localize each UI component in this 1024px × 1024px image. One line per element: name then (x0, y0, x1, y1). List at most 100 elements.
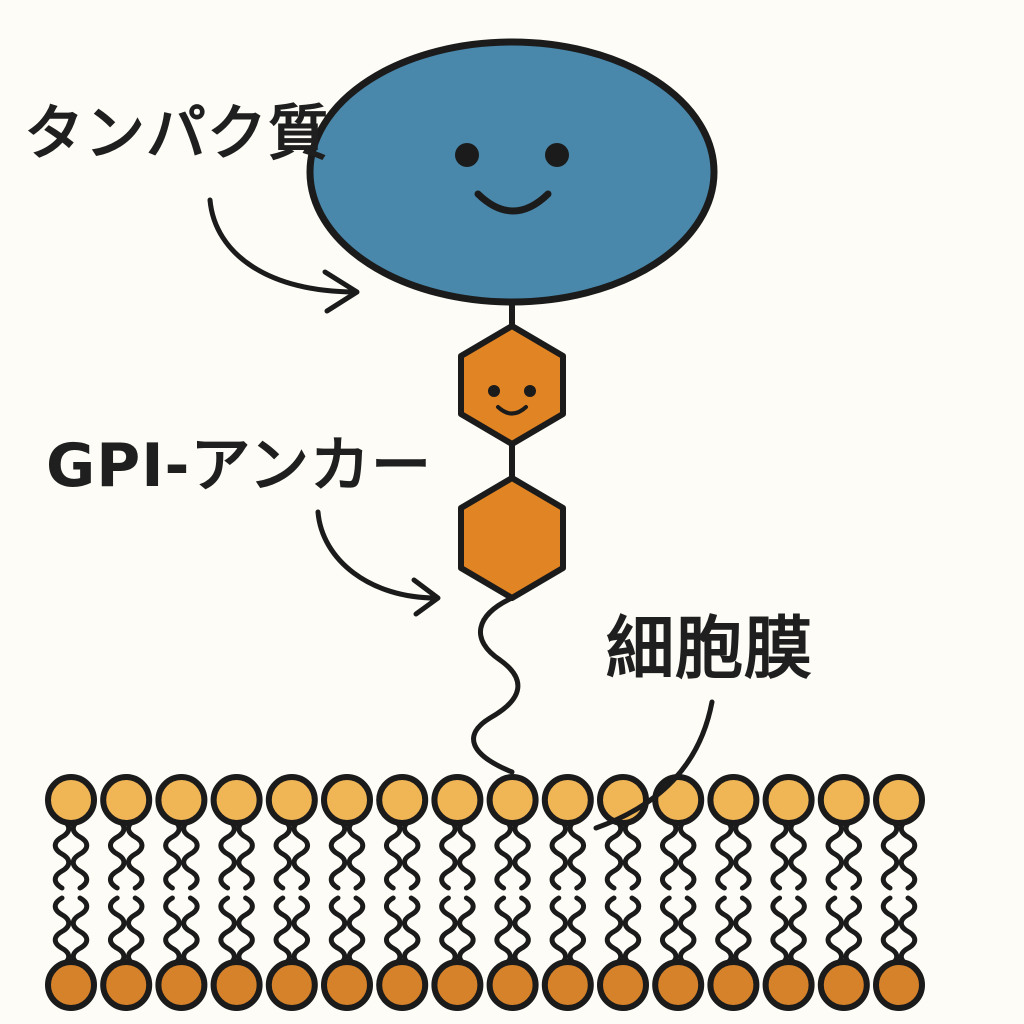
lipid-tail (880, 895, 900, 968)
lipid-tail (659, 817, 679, 891)
membrane-label: 細胞膜 (606, 610, 814, 689)
phospholipid-head-upper (376, 774, 429, 826)
lipid-tail (346, 817, 366, 891)
phospholipid-head-lower (155, 959, 208, 1011)
phospholipid-head-upper (100, 774, 153, 826)
lipid-tail (107, 895, 127, 968)
lipid-tail (494, 895, 513, 968)
lipid-tail (401, 817, 421, 891)
lipid-tail (715, 817, 734, 891)
phospholipid-head-upper (541, 774, 594, 826)
lipid-tail (52, 895, 72, 968)
lipid-tail (898, 895, 918, 968)
lipid-tail (567, 895, 587, 968)
lipid-tail (880, 817, 900, 891)
phospholipid-head-lower (45, 959, 97, 1011)
phospholipid-head-lower (431, 959, 484, 1011)
lipid-tail (439, 895, 458, 968)
phospholipid-head-lower (541, 959, 594, 1011)
phospholipid-head-upper (486, 774, 539, 826)
lipid-tail (494, 817, 513, 891)
phospholipid-head-lower (762, 959, 815, 1011)
gpi-hexagon-upper (458, 323, 566, 447)
lipid-tail (457, 895, 476, 968)
lipid-tail (163, 817, 182, 891)
lipid-tail (273, 817, 293, 891)
phospholipid-head-upper (155, 774, 208, 826)
lipid-tail (236, 817, 255, 891)
lipid-tail (125, 817, 145, 891)
lipid-tail (439, 817, 458, 891)
phospholipid-head-lower (376, 959, 429, 1011)
lipid-tail (218, 895, 237, 968)
phospholipid-head-upper (873, 774, 925, 826)
membrane-lower-leaflet (45, 959, 925, 1011)
lipid-tail (788, 817, 807, 891)
lipid-tail (567, 817, 587, 891)
phospholipid-head-lower (486, 959, 539, 1011)
smiley-face-icon (455, 143, 569, 215)
gpi-lipid-tail (471, 595, 521, 775)
lipid-tail (512, 817, 531, 891)
membrane-pointer-line (593, 699, 715, 831)
lipid-tail (328, 895, 348, 968)
phospholipid-head-lower (265, 959, 318, 1011)
lipid-tail (163, 895, 182, 968)
lipid-tail (677, 817, 697, 891)
hexagon-upper-shape (458, 323, 566, 447)
phospholipid-head-lower (873, 959, 925, 1011)
membrane-upper-leaflet (45, 774, 925, 826)
phospholipid-head-upper (707, 774, 760, 826)
lipid-tail (346, 895, 366, 968)
lipid-tail (770, 817, 789, 891)
protein-left-eye (455, 143, 479, 167)
lipid-tail (181, 895, 200, 968)
lipid-tail (715, 895, 734, 968)
lipid-tail (401, 895, 421, 968)
lipid-tail (677, 895, 697, 968)
lipid-tail (383, 817, 403, 891)
protein-right-eye (545, 143, 569, 167)
phospholipid-head-upper (321, 774, 373, 826)
lipid-tail (843, 817, 863, 891)
lipid-tail (218, 817, 237, 891)
membrane-lipid-tails (52, 817, 918, 968)
lipid-tail (770, 895, 789, 968)
lipid-tail (733, 895, 752, 968)
lipid-tail (825, 895, 845, 968)
lipid-tail (291, 895, 311, 968)
protein (306, 38, 718, 306)
phospholipid-head-upper (762, 774, 815, 826)
lipid-tail (181, 817, 200, 891)
lipid-tail (457, 817, 476, 891)
phospholipid-head-lower (321, 959, 373, 1011)
phospholipid-head-lower (210, 959, 263, 1011)
lipid-tail (52, 817, 72, 891)
phospholipid-head-upper (652, 774, 705, 826)
gpi-anchor-label: GPI-アンカー (46, 431, 433, 501)
lipid-tail (236, 895, 255, 968)
lipid-tail (622, 895, 642, 968)
smiley-face-icon (488, 385, 536, 416)
phospholipid-head-upper (265, 774, 318, 826)
gpi-anchor-arrow (315, 509, 441, 617)
protein-label: タンパク質 (24, 99, 329, 169)
phospholipid-head-upper (210, 774, 263, 826)
phospholipid-head-lower (597, 959, 649, 1011)
lipid-tail (512, 895, 531, 968)
protein-body (306, 38, 718, 306)
phospholipid-head-lower (652, 959, 705, 1011)
hexagon-right-eye (524, 385, 536, 397)
lipid-tail (898, 817, 918, 891)
lipid-tail (549, 817, 569, 891)
hexagon-left-eye (488, 385, 500, 397)
lipid-tail (604, 817, 624, 891)
gpi-hexagon-lower (458, 475, 566, 601)
lipid-tail (70, 817, 90, 891)
lipid-tail (383, 895, 403, 968)
lipid-tail (291, 817, 311, 891)
lipid-tail (328, 817, 348, 891)
lipid-tail (825, 817, 845, 891)
